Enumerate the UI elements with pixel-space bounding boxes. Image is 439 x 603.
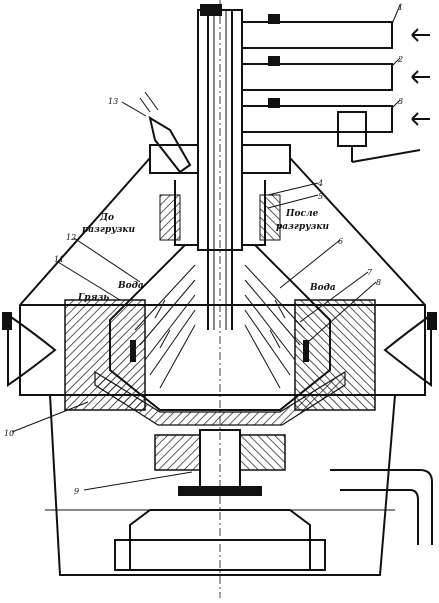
- callout-2: 2: [397, 55, 403, 64]
- outlet-pipes: [241, 14, 430, 163]
- disk-stack-left: [134, 264, 196, 389]
- callout-11: 11: [54, 255, 64, 264]
- label-after-unloading-2: разгрузки: [276, 222, 329, 232]
- label-dirt: Грязь: [77, 293, 109, 303]
- rotor-bowl: [94, 244, 346, 426]
- side-buffers: [2, 312, 437, 387]
- lower-drive: [114, 429, 433, 571]
- label-after-unloading-1: После: [285, 209, 319, 219]
- callout-4: 4: [317, 179, 323, 188]
- central-pipes: [197, 0, 243, 598]
- callout-12: 12: [66, 233, 76, 242]
- callout-13: 13: [108, 97, 118, 106]
- callout-7: 7: [367, 268, 373, 277]
- upper-housing: [149, 144, 291, 246]
- callout-5: 5: [318, 192, 323, 201]
- label-water-left: Вода: [117, 281, 144, 291]
- inlet-nozzle: [139, 91, 192, 174]
- disk-stack-right: [244, 264, 306, 389]
- callout-6: 6: [338, 237, 343, 246]
- callout-9: 9: [74, 487, 79, 496]
- callout-8: 8: [376, 278, 381, 287]
- text-labels: До разгрузки После разгрузки Вода Вода Г…: [4, 3, 403, 496]
- callout-3: 3: [398, 97, 403, 106]
- label-before-unloading-2: разгрузки: [82, 225, 135, 235]
- callout-1: 1: [398, 3, 403, 12]
- flow-arrows: [154, 299, 286, 349]
- label-before-unloading-1: До: [99, 213, 114, 223]
- label-water-right: Вода: [309, 283, 336, 293]
- leader-lines: [11, 4, 401, 491]
- callout-10: 10: [4, 429, 14, 438]
